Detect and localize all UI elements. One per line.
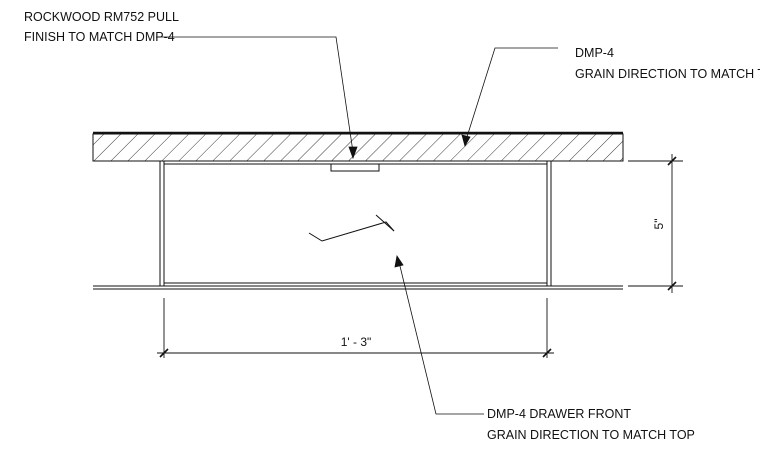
top-leader — [461, 47, 558, 148]
pull-hardware — [330, 163, 380, 172]
drawer-front — [164, 163, 547, 284]
front-note-line2: GRAIN DIRECTION TO MATCH TOP — [487, 428, 695, 442]
top-note-line2: GRAIN DIRECTION TO MATCH TOP — [575, 67, 760, 81]
width-dimension-label: 1' - 3" — [341, 335, 372, 349]
top-note-line1: DMP-4 — [575, 46, 614, 60]
countertop — [92, 131, 624, 162]
pull-note-line1: ROCKWOOD RM752 PULL — [24, 10, 179, 24]
width-dimension — [157, 298, 554, 358]
pull-leader — [156, 36, 358, 160]
cabinet-sides — [93, 161, 623, 290]
pull-note: ROCKWOOD RM752 PULL FINISH TO MATCH DMP-… — [24, 10, 179, 44]
grain-arrow — [308, 221, 395, 242]
front-leader — [394, 254, 484, 415]
height-dimension-label: 5" — [652, 219, 666, 230]
height-dimension — [628, 154, 683, 293]
pull-note-line2: FINISH TO MATCH DMP-4 — [24, 30, 175, 44]
front-note: DMP-4 DRAWER FRONT GRAIN DIRECTION TO MA… — [487, 407, 695, 442]
front-note-line1: DMP-4 DRAWER FRONT — [487, 407, 631, 421]
top-note: DMP-4 GRAIN DIRECTION TO MATCH TOP — [575, 46, 760, 81]
